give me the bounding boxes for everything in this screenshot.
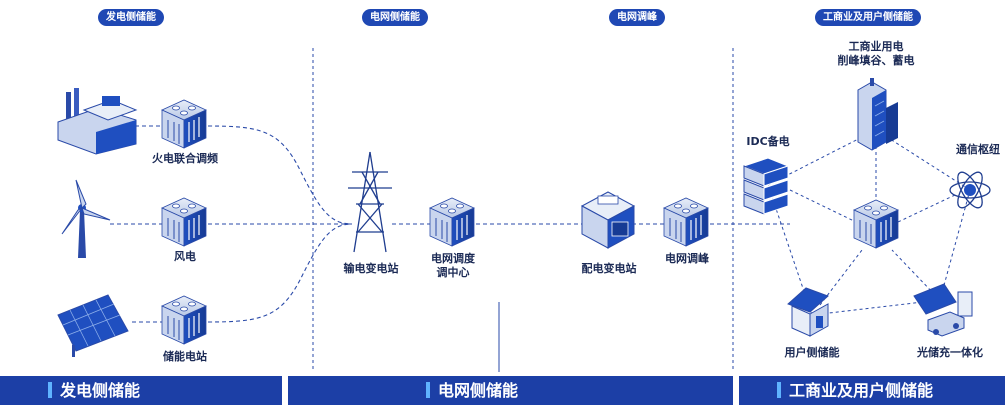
- label-commercial-line1: 工商业用电: [848, 40, 904, 53]
- section-pill-user: 工商业及用户侧储能: [815, 9, 921, 26]
- distribution-substation-icon: [580, 191, 636, 249]
- label-thermal: 火电联合调频: [152, 152, 218, 165]
- footer-grid: 电网侧储能: [288, 376, 733, 405]
- label-pv-charging: 光储充一体化: [917, 346, 983, 359]
- battery-storage: [161, 295, 207, 345]
- server-rack-icon: [742, 157, 790, 215]
- battery-thermal: [161, 99, 207, 149]
- solar-panel-icon: [57, 294, 129, 357]
- house-icon: [787, 287, 829, 337]
- gen-connectors: [110, 125, 790, 323]
- label-user-storage: 用户侧储能: [784, 346, 840, 359]
- label-commercial: 工商业用电 削峰填谷、蓄电: [838, 40, 915, 68]
- label-commercial-line2: 削峰填谷、蓄电: [837, 54, 915, 67]
- battery-user-center: [853, 199, 899, 249]
- telecom-hub-icon: [949, 171, 991, 209]
- office-building-icon: [857, 78, 898, 151]
- label-dispatch-line1: 电网调度: [431, 252, 475, 265]
- battery-peak: [663, 197, 709, 247]
- footer-gen: 发电侧储能: [0, 376, 282, 405]
- section-pill-gen: 发电侧储能: [98, 9, 164, 26]
- footer-gen-accent: [48, 382, 52, 398]
- label-distribution: 配电变电站: [581, 262, 637, 275]
- battery-wind: [161, 197, 207, 247]
- section-pill-peak: 电网调峰: [609, 9, 665, 26]
- section-pill-grid: 电网侧储能: [362, 9, 428, 26]
- label-dispatch: 电网调度 调中心: [431, 252, 475, 280]
- thermal-plant-icon: [57, 88, 138, 155]
- label-idc: IDC备电: [746, 135, 790, 148]
- label-telecom: 通信枢纽: [956, 143, 1000, 156]
- label-dispatch-line2: 调中心: [436, 266, 470, 279]
- footer-user: 工商业及用户侧储能: [739, 376, 1005, 405]
- footer-grid-label: 电网侧储能: [438, 381, 519, 400]
- footer-user-accent: [777, 382, 781, 398]
- wind-turbine-icon: [61, 179, 111, 258]
- footer-grid-accent: [426, 382, 430, 398]
- transmission-tower-icon: [348, 151, 392, 253]
- label-peak-shaving: 电网调峰: [665, 252, 709, 265]
- footer-user-label: 工商业及用户侧储能: [789, 381, 934, 400]
- label-transmission: 输电变电站: [343, 262, 399, 275]
- label-storage-station: 储能电站: [163, 350, 207, 363]
- battery-dispatch: [429, 197, 475, 247]
- footer-gen-label: 发电侧储能: [60, 381, 141, 400]
- pv-charging-icon: [913, 283, 973, 337]
- label-wind: 风电: [174, 250, 196, 263]
